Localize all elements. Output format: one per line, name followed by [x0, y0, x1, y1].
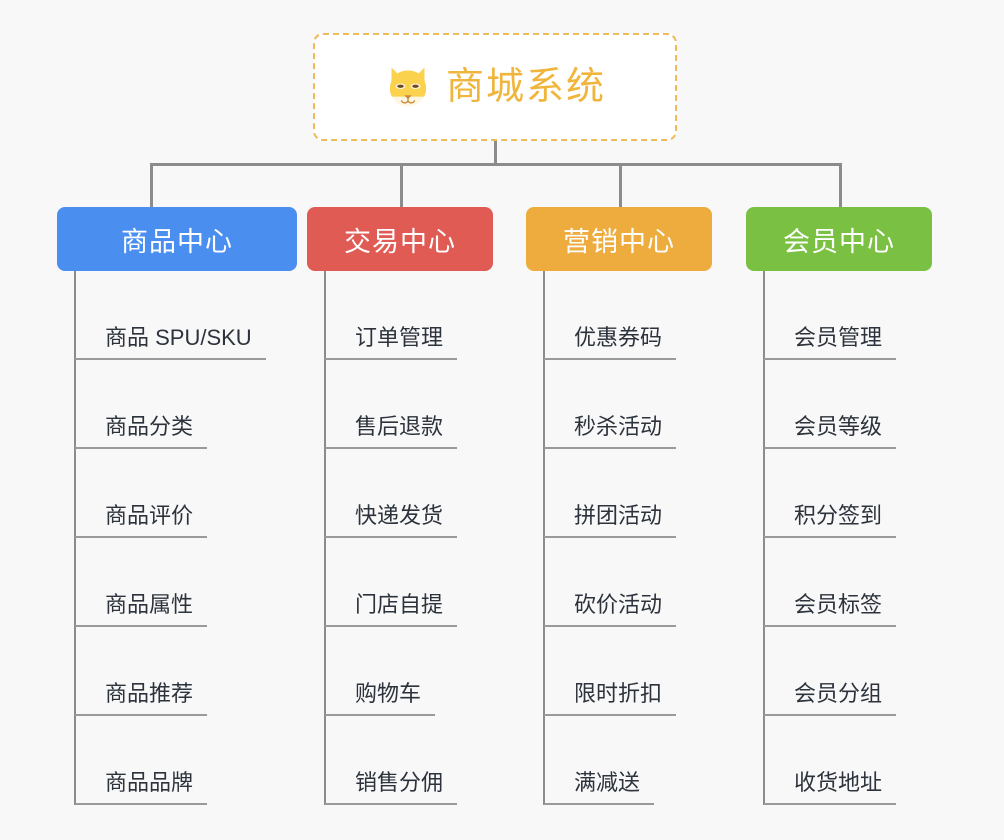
branch-header-transaction-center[interactable]: 交易中心	[307, 207, 493, 271]
list-item[interactable]: 拼团活动	[544, 449, 712, 538]
list-item-label: 优惠券码	[544, 327, 677, 360]
list-item[interactable]: 秒杀活动	[544, 360, 712, 449]
list-item-label: 秒杀活动	[544, 416, 677, 449]
branch-header-label: 营销中心	[563, 226, 675, 257]
branch-header-member-center[interactable]: 会员中心	[746, 207, 932, 271]
list-item-label: 拼团活动	[544, 505, 677, 538]
list-item[interactable]: 商品品牌	[75, 716, 297, 805]
list-item-label: 砍价活动	[544, 594, 677, 627]
list-item[interactable]: 砍价活动	[544, 538, 712, 627]
list-item-label: 商品 SPU/SKU	[75, 327, 266, 360]
list-item-label: 商品评价	[75, 505, 208, 538]
branch-header-label: 会员中心	[783, 226, 895, 257]
list-item-label: 售后退款	[325, 416, 458, 449]
list-item[interactable]: 收货地址	[764, 716, 932, 805]
list-item-label: 门店自提	[325, 594, 458, 627]
branch-spine	[543, 271, 545, 805]
connector-drop-3	[619, 163, 622, 207]
list-item-label: 商品推荐	[75, 683, 208, 716]
branch-header-label: 商品中心	[121, 226, 233, 257]
branch-items-transaction-center: 订单管理 售后退款 快递发货 门店自提 购物车 销售分佣	[307, 271, 493, 805]
branch-items-product-center: 商品 SPU/SKU 商品分类 商品评价 商品属性 商品推荐 商品品牌	[57, 271, 297, 805]
list-item-label: 快递发货	[325, 505, 458, 538]
list-item[interactable]: 限时折扣	[544, 627, 712, 716]
list-item-label: 购物车	[325, 683, 436, 716]
list-item-label: 会员管理	[764, 327, 897, 360]
list-item[interactable]: 销售分佣	[325, 716, 493, 805]
branch-items-member-center: 会员管理 会员等级 积分签到 会员标签 会员分组 收货地址	[746, 271, 932, 805]
connector-bus	[150, 163, 842, 166]
list-item-label: 商品品牌	[75, 772, 208, 805]
root-title: 商城系统	[445, 66, 606, 108]
list-item[interactable]: 会员等级	[764, 360, 932, 449]
branch-spine	[74, 271, 76, 805]
list-item-label: 销售分佣	[325, 772, 458, 805]
branch-product-center: 商品中心 商品 SPU/SKU 商品分类 商品评价 商品属性 商品推荐 商品品牌	[57, 207, 297, 805]
list-item-label: 满减送	[544, 772, 655, 805]
list-item-label: 积分签到	[764, 505, 897, 538]
list-item-label: 收货地址	[764, 772, 897, 805]
list-item-label: 限时折扣	[544, 683, 677, 716]
list-item[interactable]: 会员管理	[764, 271, 932, 360]
branch-header-label: 交易中心	[344, 226, 456, 257]
root-connector-stem	[494, 141, 497, 164]
shiba-dog-icon	[389, 67, 426, 107]
branch-member-center: 会员中心 会员管理 会员等级 积分签到 会员标签 会员分组 收货地址	[746, 207, 932, 805]
list-item[interactable]: 优惠券码	[544, 271, 712, 360]
list-item[interactable]: 商品属性	[75, 538, 297, 627]
list-item[interactable]: 会员标签	[764, 538, 932, 627]
branch-spine	[324, 271, 326, 805]
list-item[interactable]: 满减送	[544, 716, 712, 805]
branch-spine	[763, 271, 765, 805]
list-item[interactable]: 会员分组	[764, 627, 932, 716]
branch-header-marketing-center[interactable]: 营销中心	[526, 207, 712, 271]
connector-drop-4	[839, 163, 842, 207]
list-item-label: 会员分组	[764, 683, 897, 716]
list-item-label: 会员等级	[764, 416, 897, 449]
list-item-label: 商品属性	[75, 594, 208, 627]
connector-drop-1	[150, 163, 153, 207]
list-item[interactable]: 商品 SPU/SKU	[75, 271, 297, 360]
list-item[interactable]: 商品评价	[75, 449, 297, 538]
list-item-label: 商品分类	[75, 416, 208, 449]
branch-transaction-center: 交易中心 订单管理 售后退款 快递发货 门店自提 购物车 销售分佣	[307, 207, 493, 805]
list-item[interactable]: 购物车	[325, 627, 493, 716]
list-item[interactable]: 商品推荐	[75, 627, 297, 716]
branch-items-marketing-center: 优惠券码 秒杀活动 拼团活动 砍价活动 限时折扣 满减送	[526, 271, 712, 805]
branch-header-product-center[interactable]: 商品中心	[57, 207, 297, 271]
list-item[interactable]: 商品分类	[75, 360, 297, 449]
list-item[interactable]: 订单管理	[325, 271, 493, 360]
list-item-label: 会员标签	[764, 594, 897, 627]
list-item[interactable]: 积分签到	[764, 449, 932, 538]
list-item[interactable]: 快递发货	[325, 449, 493, 538]
connector-drop-2	[400, 163, 403, 207]
branch-marketing-center: 营销中心 优惠券码 秒杀活动 拼团活动 砍价活动 限时折扣 满减送	[526, 207, 712, 805]
list-item[interactable]: 门店自提	[325, 538, 493, 627]
list-item-label: 订单管理	[325, 327, 458, 360]
list-item[interactable]: 售后退款	[325, 360, 493, 449]
root-node[interactable]: 商城系统	[313, 33, 677, 141]
